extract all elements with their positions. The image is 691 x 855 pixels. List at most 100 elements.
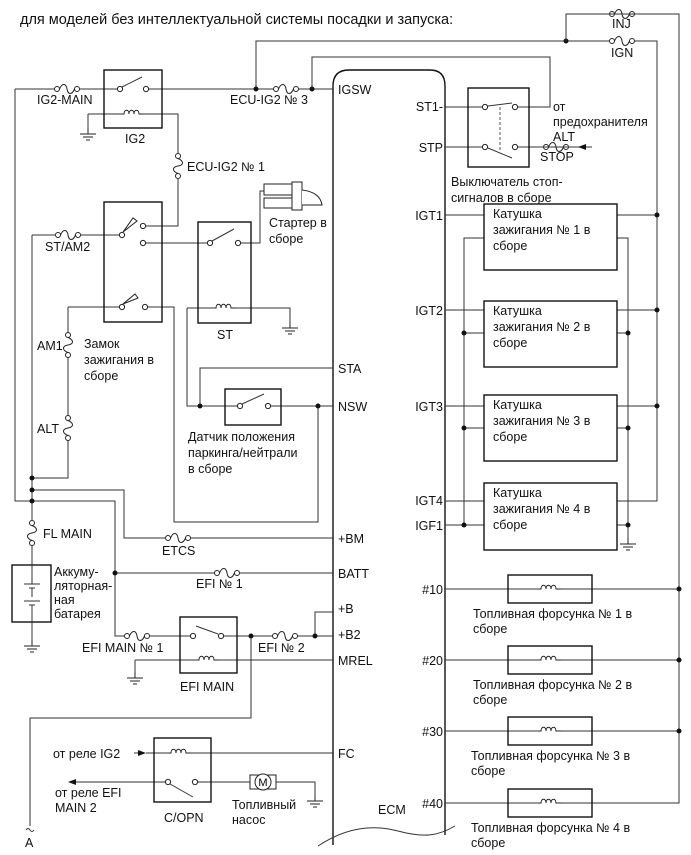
park-neutral-switch: Датчик положения паркинга/нейтрали в сбо…: [188, 388, 297, 476]
st-coil-icon: [213, 303, 237, 311]
motor-symbol: M: [258, 777, 267, 789]
st-relay: ST: [197, 221, 252, 342]
fuse-efi-main1-icon: [123, 630, 151, 642]
battery-label-1: Аккуму-: [54, 565, 99, 579]
right-wiring: [445, 13, 680, 804]
injector-4: Топливная форсунка № 4 в сборе: [471, 788, 630, 850]
coil-3-label-3: сборе: [493, 430, 527, 444]
pin-20: #20: [422, 654, 443, 668]
ignition-switch-label-3: сборе: [84, 369, 118, 383]
ig2-relay-label: IG2: [125, 132, 145, 146]
junctions-left: [29, 38, 569, 639]
pin-st1: ST1-: [416, 100, 443, 114]
injector-4-label-2: сборе: [471, 836, 505, 850]
coil-1-label-2: зажигания № 1 в: [493, 223, 591, 237]
pin-igf1: IGF1: [415, 519, 443, 533]
fuse-ecu-ig2-1-label: ECU-IG2 № 1: [187, 160, 265, 174]
injector-1-label-2: сборе: [473, 622, 507, 636]
arrow-left-icon: [578, 144, 586, 150]
copn-coil-icon: [168, 748, 192, 756]
from-ig2-label: от реле IG2: [53, 747, 120, 761]
ig2-relay: IG2: [103, 69, 163, 146]
pn-switch-label-1: Датчик положения: [188, 430, 295, 444]
ignition-coil-3: Катушка зажигания № 3 в сборе: [483, 394, 618, 462]
ground-icon: [23, 639, 41, 653]
fuse-ign-label: IGN: [611, 46, 633, 60]
arrow-left-icon: [68, 779, 76, 785]
pin-batt: BATT: [338, 567, 369, 581]
injector-coil-icon: [538, 584, 562, 592]
fuse-ig2-main-label: IG2-MAIN: [37, 93, 93, 107]
ground-icon: [79, 127, 97, 141]
pin-b: +B: [338, 602, 354, 616]
ecm-left-pins: IGSW STA NSW +BM BATT +B +B2 MREL FC: [338, 83, 373, 761]
pin-40: #40: [422, 797, 443, 811]
pin-igsw: IGSW: [338, 83, 372, 97]
pin-igt1: IGT1: [415, 209, 443, 223]
pin-nsw: NSW: [338, 400, 367, 414]
ecm-right-pins: ST1- STP IGT1 IGT2 IGT3 IGT4 IGF1 #10 #2…: [415, 100, 443, 811]
ground-icon: [126, 671, 144, 685]
fuse-efi2-label: EFI № 2: [258, 641, 305, 655]
fuse-st-am2-label: ST/AM2: [45, 240, 90, 254]
coil-2-label-1: Катушка: [493, 304, 542, 318]
injector-4-label-1: Топливная форсунка № 4 в: [471, 821, 630, 835]
efi-main-coil-icon: [196, 655, 220, 663]
pin-mrel: MREL: [338, 654, 373, 668]
ecm-break-line: [317, 825, 456, 847]
coil-1-label-1: Катушка: [493, 207, 542, 221]
coil-4-label-3: сборе: [493, 518, 527, 532]
ignition-switch: Замок зажигания в сборе: [84, 201, 163, 383]
fuse-st-am2-icon: [54, 229, 82, 241]
fuse-fl-main-label: FL MAIN: [43, 527, 92, 541]
connector-a-label: A: [25, 836, 34, 850]
pin-sta: STA: [338, 362, 362, 376]
from-alt-label-1: от: [553, 100, 566, 114]
coil-4-label-2: зажигания № 4 в: [493, 502, 591, 516]
copn-relay: C/OPN: [153, 737, 212, 825]
fuse-etcs-label: ETCS: [162, 544, 195, 558]
battery-label-4: батарея: [54, 607, 101, 621]
ignition-switch-label-1: Замок: [84, 337, 120, 351]
fuse-ecu-ig2-3-label: ECU-IG2 № 3: [230, 93, 308, 107]
injector-coil-icon: [538, 798, 562, 806]
fuse-etcs-icon: [164, 532, 192, 544]
from-alt-label-3: ALT: [553, 130, 575, 144]
battery-label-3: ная: [54, 593, 75, 607]
coil-4-label-1: Катушка: [493, 486, 542, 500]
injector-coil-icon: [538, 726, 562, 734]
injector-3-label-2: сборе: [471, 764, 505, 778]
fuel-pump-label-1: Топливный: [232, 798, 296, 812]
ig2-coil-icon: [121, 109, 145, 117]
starter-label-2: сборе: [269, 232, 303, 246]
injector-3: Топливная форсунка № 3 в сборе: [471, 716, 630, 778]
pin-igt2: IGT2: [415, 304, 443, 318]
from-efi-main2-label-2: MAIN 2: [55, 801, 97, 815]
starter-icon: [263, 181, 323, 211]
arrow-right-icon: [138, 750, 146, 756]
battery: Аккуму- ляторная- ная батарея: [11, 564, 112, 623]
fuse-ecu-ig2-1-icon: [172, 152, 184, 180]
efi-main-relay-label: EFI MAIN: [180, 680, 234, 694]
pin-igt4: IGT4: [415, 494, 443, 508]
fuse-stop-label: STOP: [540, 150, 574, 164]
stop-lamp-switch: Выключатель стоп- сигналов в сборе: [451, 87, 563, 205]
injector-2-label-2: сборе: [473, 693, 507, 707]
injector-1-label-1: Топливная форсунка № 1 в: [473, 607, 632, 621]
ground-icon: [306, 794, 324, 808]
efi-main-relay: EFI MAIN: [179, 616, 238, 694]
pn-switch-label-3: в сборе: [188, 462, 232, 476]
ecm-box: [332, 69, 446, 845]
fuse-ign-icon: [608, 35, 636, 47]
fuse-alt-icon: [62, 414, 74, 442]
fuel-pump-motor-icon: M: [249, 773, 277, 791]
coil-2-label-3: сборе: [493, 336, 527, 350]
fuse-am1-icon: [62, 331, 74, 359]
pin-b2: +B2: [338, 628, 361, 642]
ground-icon: [619, 537, 637, 551]
pin-stp: STP: [419, 141, 443, 155]
page-title: для моделей без интеллектуальной системы…: [20, 12, 453, 28]
from-efi-main2-label-1: от реле EFI: [55, 786, 122, 800]
stop-switch-label-2: сигналов в сборе: [451, 191, 552, 205]
